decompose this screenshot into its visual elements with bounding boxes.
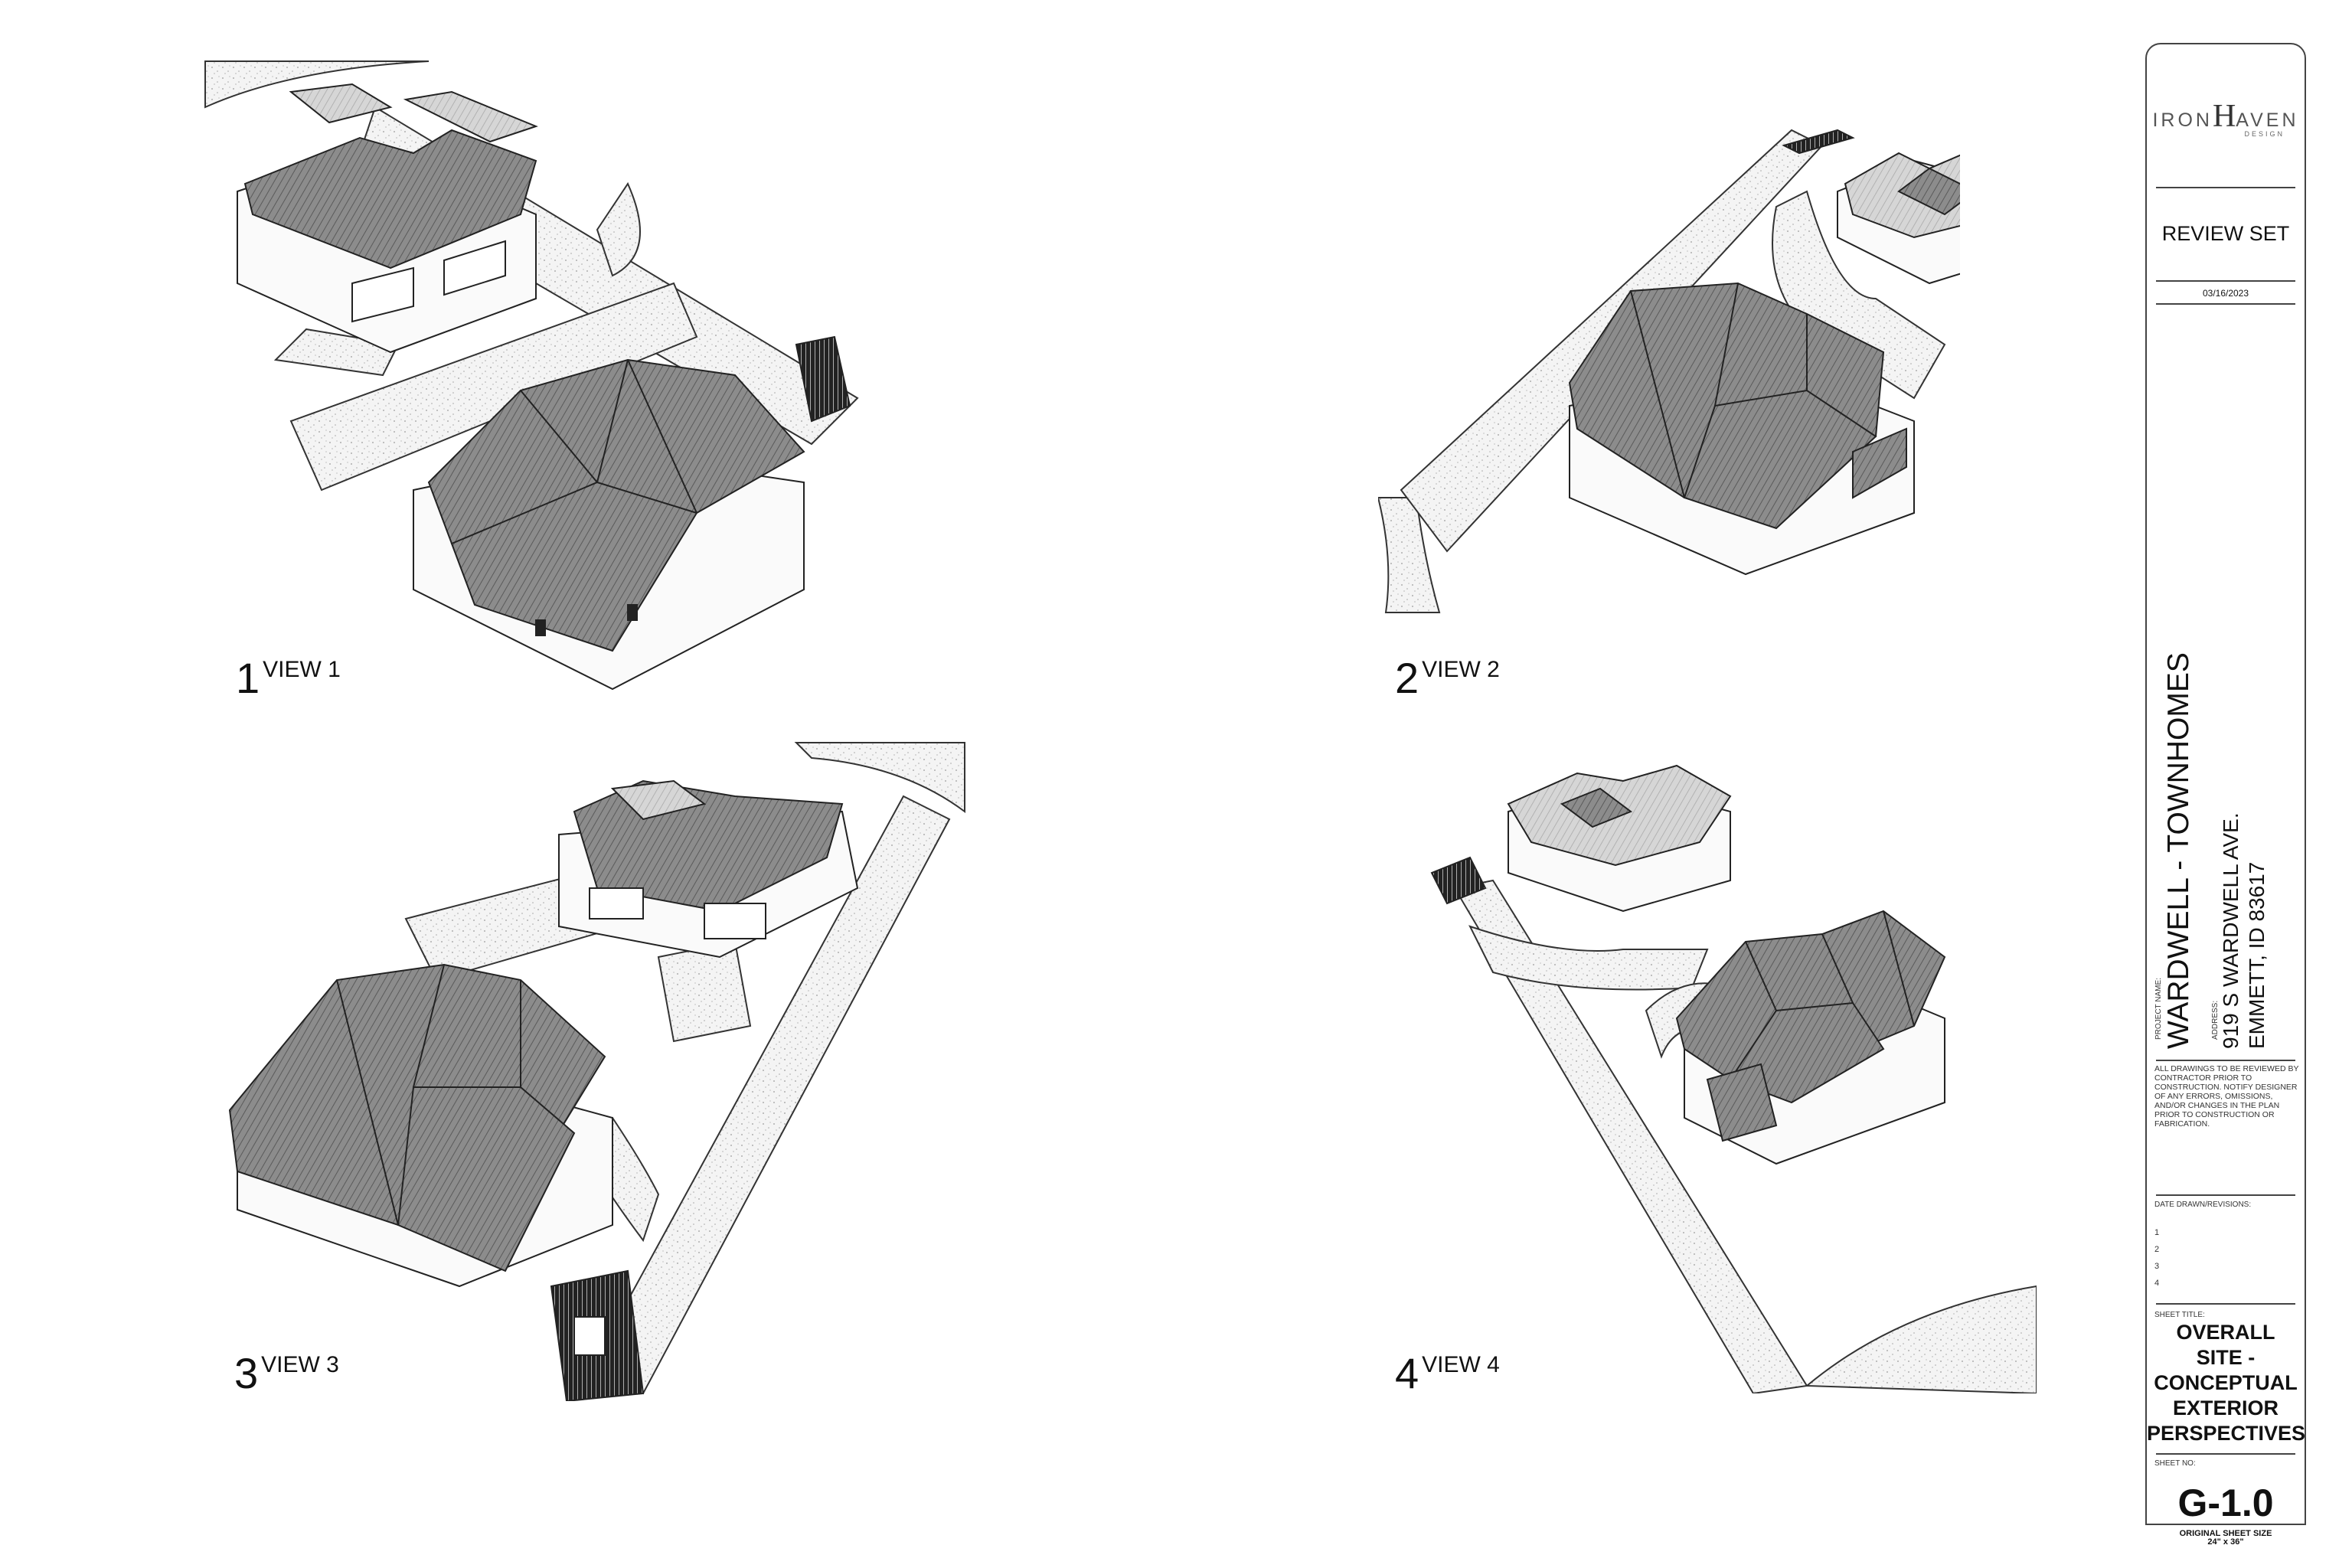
view-label: VIEW 2 xyxy=(1422,657,1500,682)
view-number: 4 xyxy=(1395,1349,1419,1397)
view-label: VIEW 4 xyxy=(1422,1352,1500,1377)
view-number: 3 xyxy=(234,1349,259,1397)
divider xyxy=(2156,1194,2295,1196)
project-name: WARDWELL - TOWNHOMES xyxy=(2162,652,2195,1049)
address-line-1: 919 S WARDWELL AVE. xyxy=(2219,812,2243,1049)
divider xyxy=(2156,187,2295,188)
revisions-label: DATE DRAWN/REVISIONS: xyxy=(2154,1200,2252,1209)
original-size-label: ORIGINAL SHEET SIZE xyxy=(2179,1529,2272,1538)
view-1-drawing xyxy=(199,54,903,697)
address-line-2: EMMETT, ID 83617 xyxy=(2245,861,2269,1049)
status-label: REVIEW SET xyxy=(2161,222,2290,245)
company-logo: IRONHAVEN DESIGN xyxy=(2152,99,2299,138)
original-sheet-size: ORIGINAL SHEET SIZE 24" x 36" xyxy=(2147,1530,2305,1547)
view-1-caption: 1 VIEW 1 xyxy=(236,657,341,700)
sheet-number: G-1.0 xyxy=(2177,1481,2274,1524)
divider xyxy=(2156,280,2295,282)
divider xyxy=(2156,1303,2295,1305)
view-3-drawing xyxy=(214,735,980,1401)
sheet-title: OVERALL SITE - CONCEPTUAL EXTERIOR PERSP… xyxy=(2147,1321,2306,1445)
sheet-title-label: SHEET TITLE: xyxy=(2154,1311,2205,1319)
original-size-value: 24" x 36" xyxy=(2207,1537,2244,1547)
view-4-drawing xyxy=(1424,758,2037,1393)
view-2-drawing xyxy=(1378,100,1960,620)
view-label: VIEW 3 xyxy=(261,1352,339,1377)
view-number: 2 xyxy=(1395,654,1419,702)
divider xyxy=(2156,1453,2295,1455)
revision-row: 1 xyxy=(2154,1228,2160,1237)
divider xyxy=(2156,1060,2295,1061)
view-number: 1 xyxy=(236,654,260,702)
divider xyxy=(2156,303,2295,305)
revisions-table: DATE DRAWN/REVISIONS: 1 2 3 4 xyxy=(2154,1200,2300,1292)
view-label: VIEW 1 xyxy=(263,657,341,682)
revision-row: 2 xyxy=(2154,1245,2160,1254)
view-2-caption: 2 VIEW 2 xyxy=(1395,657,1500,700)
revision-row: 4 xyxy=(2154,1279,2160,1288)
sheet-number-label: SHEET NO: xyxy=(2154,1459,2196,1468)
view-4-caption: 4 VIEW 4 xyxy=(1395,1352,1500,1395)
general-notes: ALL DRAWINGS TO BE REVIEWED BY CONTRACTO… xyxy=(2154,1064,2299,1129)
revision-row: 3 xyxy=(2154,1262,2160,1271)
view-3-caption: 3 VIEW 3 xyxy=(234,1352,339,1395)
title-block: IRONHAVEN DESIGN REVIEW SET 03/16/2023 P… xyxy=(2145,43,2306,1547)
issue-date: 03/16/2023 xyxy=(2202,288,2249,299)
